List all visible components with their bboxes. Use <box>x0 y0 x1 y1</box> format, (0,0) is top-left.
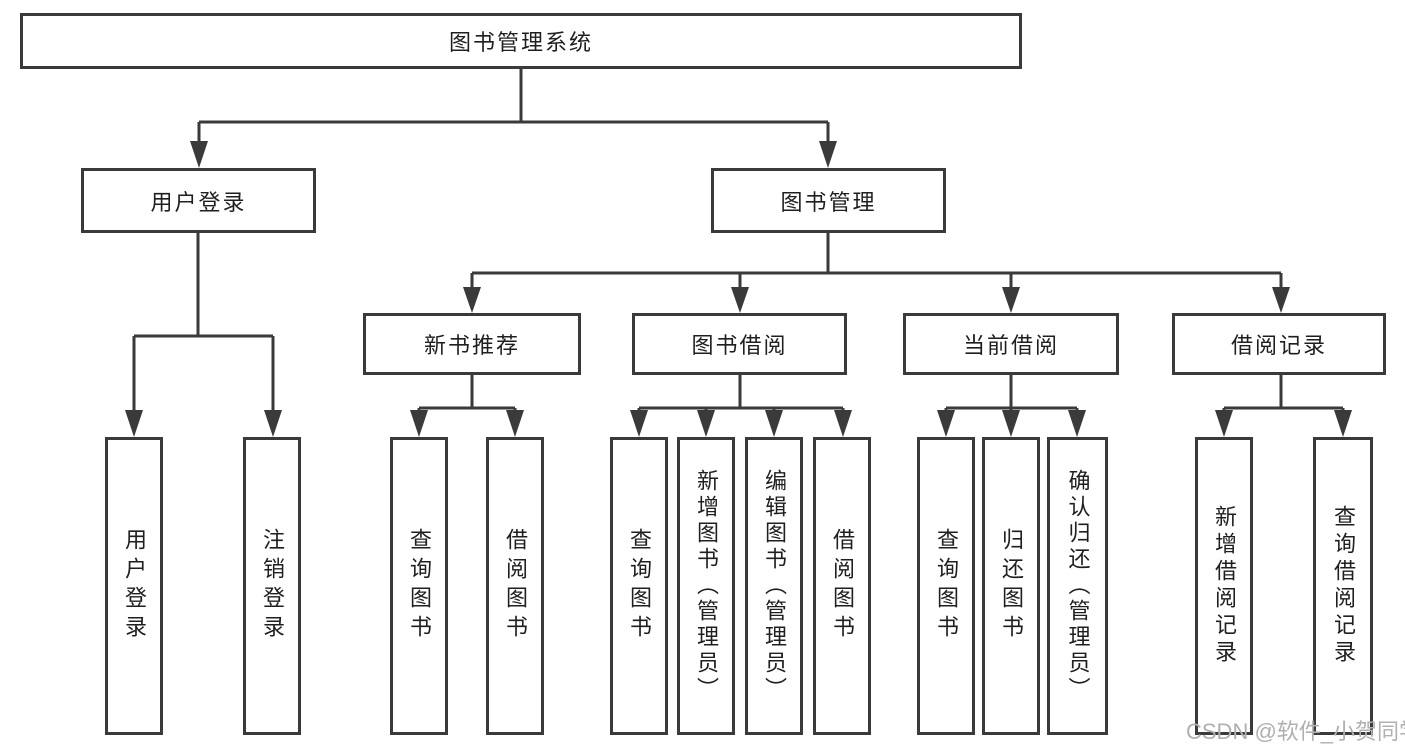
leaf-user-login: 用户登录 <box>105 437 163 735</box>
node-borrow-records: 借阅记录 <box>1172 313 1386 375</box>
leaf-add-borrow-record: 新增借阅记录 <box>1195 437 1253 735</box>
node-current-borrow: 当前借阅 <box>903 313 1119 375</box>
leaf-edit-books-admin-label: 编辑图书（管理员） <box>762 469 787 703</box>
leaf-borrow-books-newrec-label: 借阅图书 <box>503 528 528 644</box>
leaf-query-books-newrec-label: 查询图书 <box>407 528 432 644</box>
leaf-borrow-books-newrec: 借阅图书 <box>486 437 544 735</box>
node-root: 图书管理系统 <box>20 13 1022 69</box>
leaf-query-books-newrec: 查询图书 <box>390 437 448 735</box>
node-book-borrow: 图书借阅 <box>632 313 847 375</box>
leaf-return-books-label: 归还图书 <box>999 528 1024 644</box>
leaf-add-books-admin-label: 新增图书（管理员） <box>694 469 719 703</box>
leaf-add-borrow-record-label: 新增借阅记录 <box>1212 505 1237 667</box>
node-new-book-rec: 新书推荐 <box>363 313 581 375</box>
leaf-user-login-label: 用户登录 <box>122 528 147 644</box>
leaf-borrow-books-borrow: 借阅图书 <box>813 437 871 735</box>
csdn-watermark: CSDN @软件_小贺同学 <box>1186 719 1405 744</box>
leaf-logout: 注销登录 <box>243 437 301 735</box>
leaf-query-books-current: 查询图书 <box>917 437 975 735</box>
leaf-query-books-borrow-label: 查询图书 <box>627 528 652 644</box>
leaf-add-books-admin: 新增图书（管理员） <box>677 437 735 735</box>
leaf-confirm-return-admin-label: 确认归还（管理员） <box>1065 469 1091 703</box>
node-user-login: 用户登录 <box>81 168 316 233</box>
leaf-query-borrow-record: 查询借阅记录 <box>1313 437 1373 735</box>
leaf-edit-books-admin: 编辑图书（管理员） <box>745 437 803 735</box>
node-book-mgmt: 图书管理 <box>711 168 946 233</box>
leaf-return-books: 归还图书 <box>982 437 1040 735</box>
leaf-logout-label: 注销登录 <box>260 528 285 644</box>
leaf-confirm-return-admin: 确认归还（管理员） <box>1047 437 1108 735</box>
leaf-borrow-books-borrow-label: 借阅图书 <box>830 528 855 644</box>
leaf-query-books-borrow: 查询图书 <box>610 437 668 735</box>
leaf-query-borrow-record-label: 查询借阅记录 <box>1331 505 1356 667</box>
leaf-query-books-current-label: 查询图书 <box>934 528 959 644</box>
